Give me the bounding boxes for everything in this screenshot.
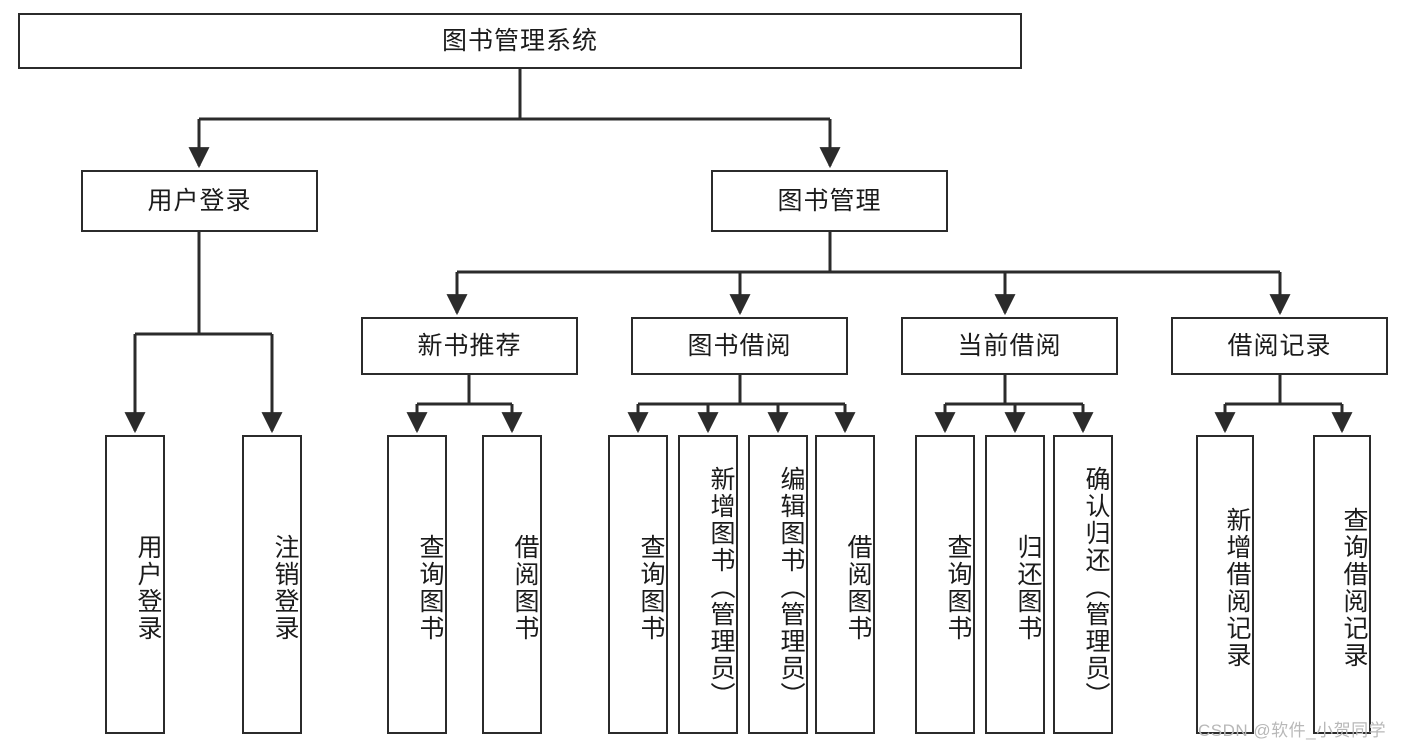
node-leaf-add-borrow-record[interactable]: 新增借阅记录 [1196,435,1254,734]
node-leaf-add-book-admin[interactable]: 新增图书（管理员） [678,435,738,734]
node-leaf-query-book-bb[interactable]: 查询图书 [608,435,668,734]
node-root[interactable]: 图书管理系统 [18,13,1022,69]
node-leaf-user-login[interactable]: 用户登录 [105,435,165,734]
node-book-borrow[interactable]: 图书借阅 [631,317,848,375]
node-leaf-query-book-cb-label: 查询图书 [944,533,972,642]
node-leaf-return-book-label: 归还图书 [1014,533,1042,642]
node-current-borrow-label: 当前借阅 [957,332,1062,360]
node-leaf-return-book[interactable]: 归还图书 [985,435,1045,734]
node-leaf-logout[interactable]: 注销登录 [242,435,302,734]
csdn-watermark: CSDN @软件_小贺同学 [1198,721,1387,740]
node-book-borrow-label: 图书借阅 [687,332,792,360]
node-root-label: 图书管理系统 [441,27,598,55]
node-leaf-confirm-return-admin-label: 确认归还（管理员） [1082,466,1110,709]
node-leaf-query-book-bb-label: 查询图书 [637,533,665,642]
node-new-book-recommend-label: 新书推荐 [417,332,522,360]
node-leaf-confirm-return-admin[interactable]: 确认归还（管理员） [1053,435,1113,734]
node-leaf-add-book-admin-label: 新增图书（管理员） [707,466,735,709]
node-leaf-query-book-nbr[interactable]: 查询图书 [387,435,447,734]
node-leaf-query-book-cb[interactable]: 查询图书 [915,435,975,734]
node-current-borrow[interactable]: 当前借阅 [901,317,1118,375]
node-leaf-user-login-label: 用户登录 [134,533,162,642]
node-book-management-label: 图书管理 [777,187,882,215]
node-leaf-borrow-book-bb[interactable]: 借阅图书 [815,435,875,734]
node-leaf-query-borrow-record-label: 查询借阅记录 [1340,506,1368,669]
node-leaf-logout-label: 注销登录 [271,533,299,642]
node-new-book-recommend[interactable]: 新书推荐 [361,317,578,375]
node-user-login[interactable]: 用户登录 [81,170,318,232]
node-leaf-borrow-book-bb-label: 借阅图书 [844,533,872,642]
node-leaf-edit-book-admin[interactable]: 编辑图书（管理员） [748,435,808,734]
node-leaf-edit-book-admin-label: 编辑图书（管理员） [777,466,805,709]
node-leaf-borrow-book-nbr-label: 借阅图书 [511,533,539,642]
node-book-management[interactable]: 图书管理 [711,170,948,232]
node-borrow-record-label: 借阅记录 [1227,332,1332,360]
node-leaf-borrow-book-nbr[interactable]: 借阅图书 [482,435,542,734]
node-leaf-query-borrow-record[interactable]: 查询借阅记录 [1313,435,1371,734]
node-user-login-label: 用户登录 [147,187,252,215]
node-leaf-query-book-nbr-label: 查询图书 [416,533,444,642]
node-leaf-add-borrow-record-label: 新增借阅记录 [1223,506,1251,669]
node-borrow-record[interactable]: 借阅记录 [1171,317,1388,375]
